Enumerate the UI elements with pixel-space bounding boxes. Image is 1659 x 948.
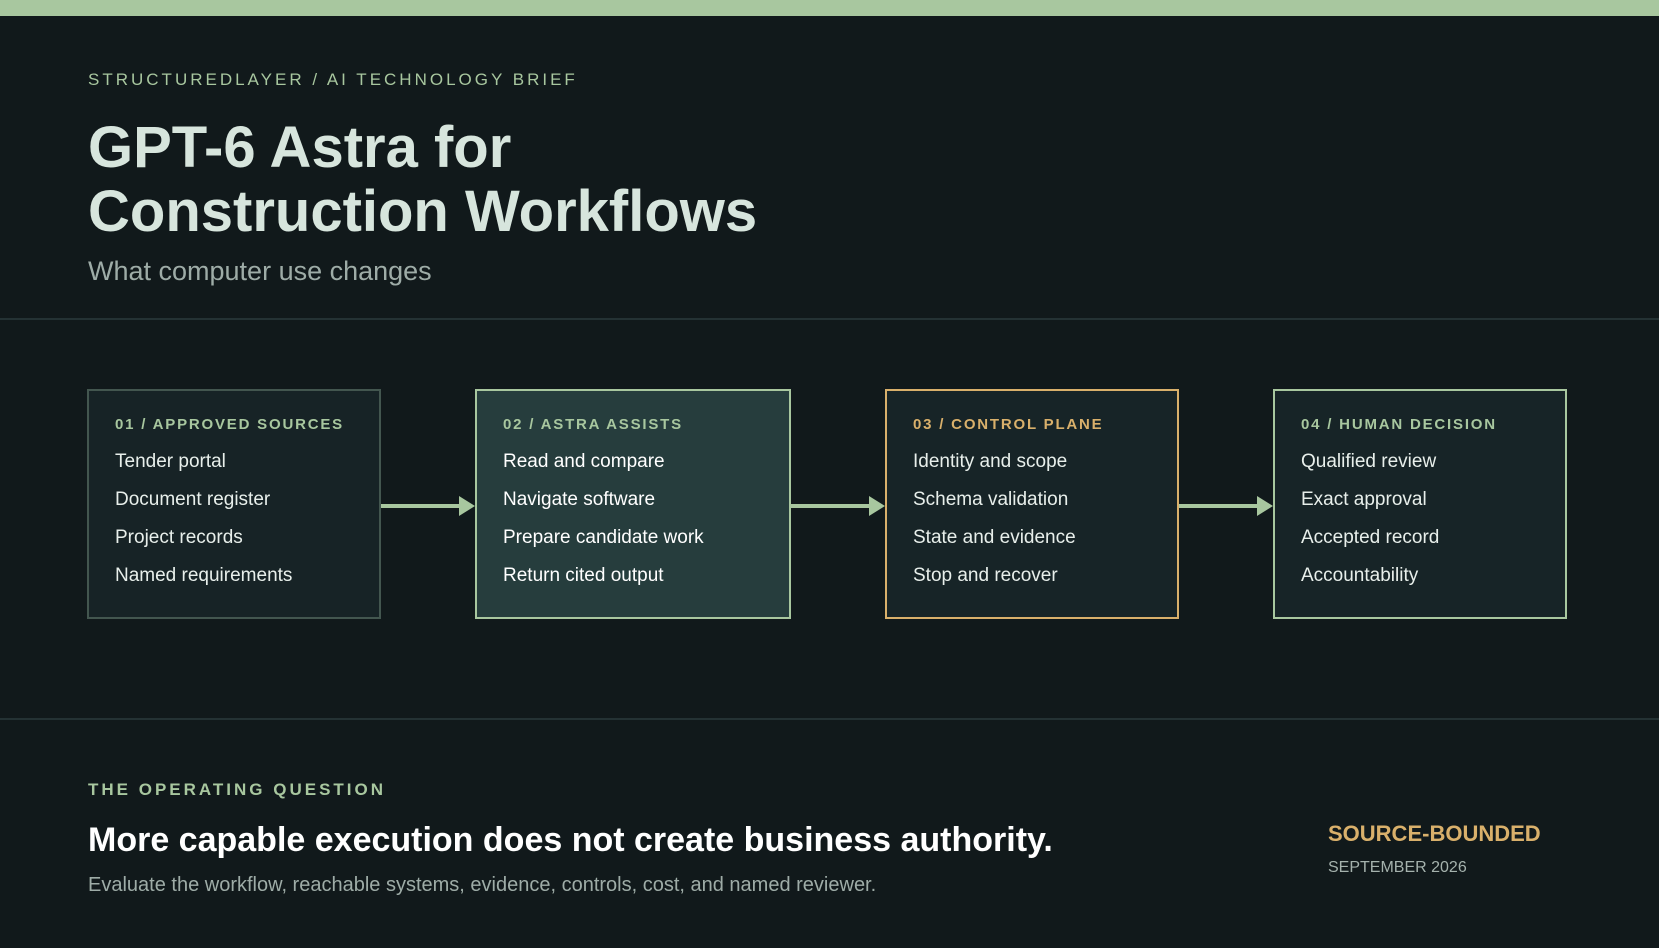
step-item: State and evidence (913, 527, 1076, 548)
step-label: 03 / CONTROL PLANE (913, 416, 1104, 433)
badge-date: SEPTEMBER 2026 (1328, 859, 1467, 876)
footer-headline: More capable execution does not create b… (88, 821, 1053, 859)
brief-eyebrow: STRUCTUREDLAYER / AI TECHNOLOGY BRIEF (88, 70, 578, 89)
source-badge: SOURCE-BOUNDED SEPTEMBER 2026 (1328, 820, 1588, 878)
step-item: Qualified review (1301, 451, 1437, 472)
step-item: Stop and recover (913, 565, 1058, 586)
step-item: Read and compare (503, 451, 665, 472)
page-subtitle: What computer use changes (88, 256, 432, 286)
step-item-list: Tender portal Document register Project … (115, 451, 379, 587)
step-item: Schema validation (913, 489, 1069, 510)
step-item: Document register (115, 489, 271, 510)
flow-arrow-icon (381, 496, 475, 516)
badge-title: SOURCE-BOUNDED (1328, 821, 1541, 846)
footer-divider (0, 718, 1659, 720)
step-item: Prepare candidate work (503, 527, 704, 548)
step-item: Tender portal (115, 451, 226, 472)
step-human-decision: 04 / HUMAN DECISION Qualified review Exa… (1273, 389, 1567, 619)
flow-arrow-icon (1179, 496, 1273, 516)
top-accent-bar (0, 0, 1659, 16)
step-label: 04 / HUMAN DECISION (1301, 416, 1497, 433)
step-item-list: Qualified review Exact approval Accepted… (1301, 451, 1565, 587)
step-astra-assists: 02 / ASTRA ASSISTS Read and compare Navi… (475, 389, 791, 619)
step-item: Project records (115, 527, 243, 548)
step-item: Navigate software (503, 489, 656, 510)
page-title: GPT-6 Astra for Construction Workflows (88, 115, 758, 244)
step-item: Accepted record (1301, 527, 1440, 548)
footer-text: Evaluate the workflow, reachable systems… (88, 874, 877, 896)
step-label: 01 / APPROVED SOURCES (115, 416, 344, 433)
footer-eyebrow: THE OPERATING QUESTION (88, 780, 387, 799)
workflow-diagram: 01 / APPROVED SOURCES Tender portal Docu… (0, 389, 1659, 619)
flow-arrow-icon (791, 496, 885, 516)
step-item-list: Read and compare Navigate software Prepa… (503, 451, 789, 587)
header: STRUCTUREDLAYER / AI TECHNOLOGY BRIEF GP… (88, 68, 1488, 288)
step-item: Return cited output (503, 565, 664, 586)
step-approved-sources: 01 / APPROVED SOURCES Tender portal Docu… (87, 389, 381, 619)
footer: THE OPERATING QUESTION More capable exec… (88, 778, 1188, 898)
step-item: Accountability (1301, 565, 1419, 586)
step-control-plane: 03 / CONTROL PLANE Identity and scope Sc… (885, 389, 1179, 619)
header-divider (0, 318, 1659, 320)
step-label: 02 / ASTRA ASSISTS (503, 416, 683, 433)
step-item: Named requirements (115, 565, 293, 586)
step-item-list: Identity and scope Schema validation Sta… (913, 451, 1177, 587)
step-item: Identity and scope (913, 451, 1068, 472)
step-item: Exact approval (1301, 489, 1427, 510)
